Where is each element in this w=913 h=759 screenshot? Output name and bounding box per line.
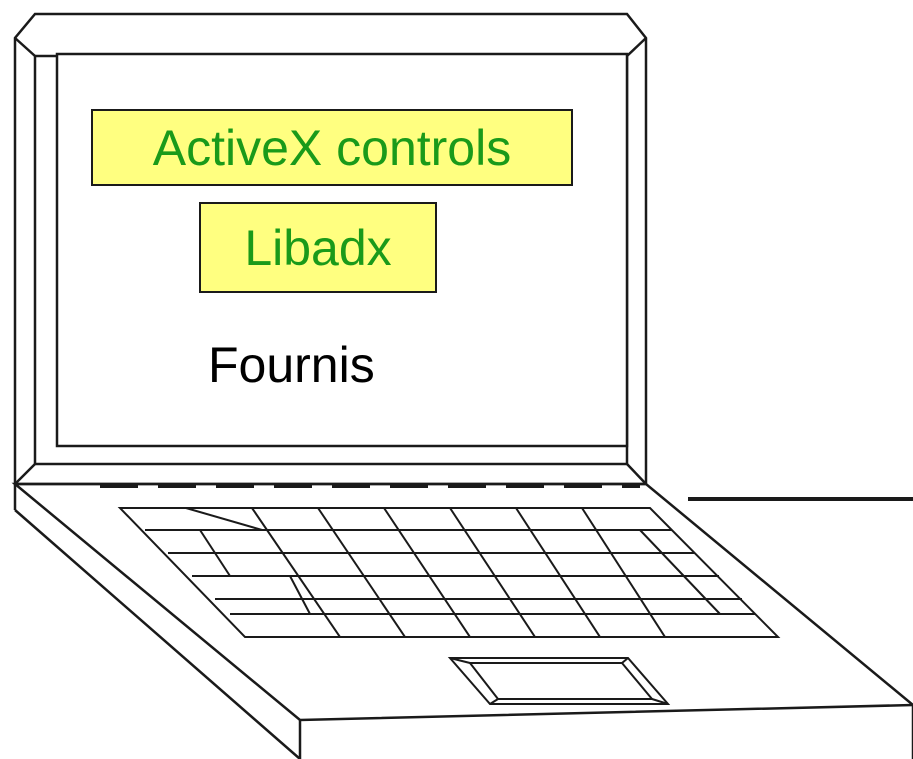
activex-controls-box: ActiveX controls [91, 109, 573, 186]
libadx-box: Libadx [199, 202, 437, 293]
touchpad [447, 657, 671, 705]
activex-controls-label: ActiveX controls [152, 119, 512, 176]
laptop-base [11, 482, 913, 759]
fournis-label: Fournis [208, 337, 375, 393]
base-top-surface [11, 482, 913, 722]
libadx-label: Libadx [244, 219, 392, 276]
keyboard [117, 507, 781, 638]
